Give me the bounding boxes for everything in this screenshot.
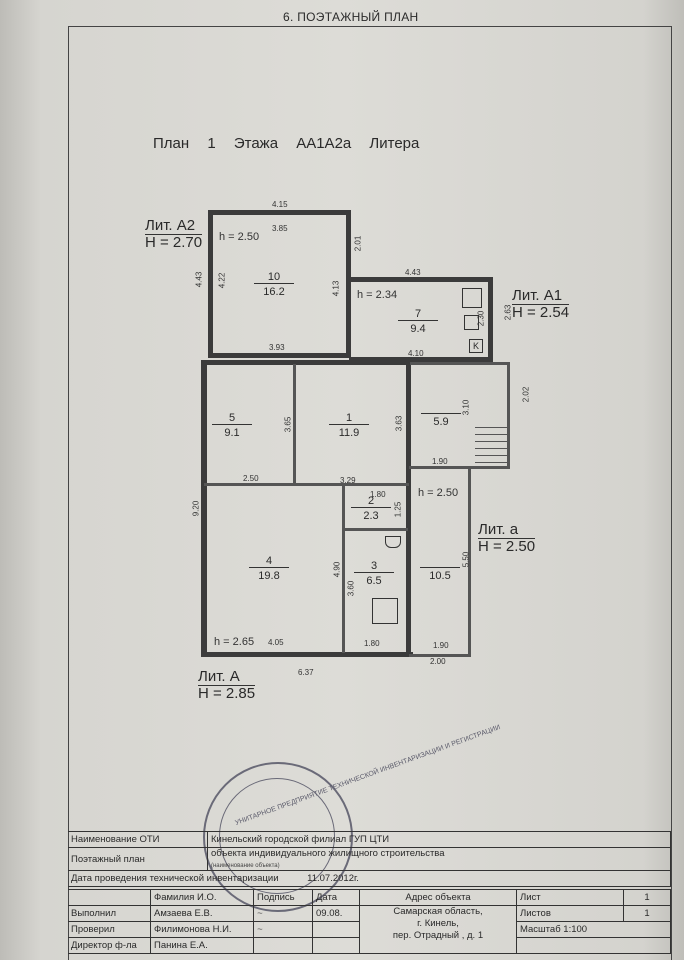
dim: 2.50	[243, 474, 259, 483]
dim: 9.20	[191, 500, 201, 517]
dim: 2.01	[353, 235, 363, 252]
dim: 3.10	[461, 399, 471, 416]
dim: 3.65	[283, 416, 293, 433]
info-table-bottom: Фамилия И.О. Подпись Дата Адрес объекта …	[68, 889, 671, 954]
dim: 4.10	[408, 349, 424, 358]
dim: 2.00	[430, 657, 446, 666]
dim: 3.63	[394, 415, 404, 432]
role-checked: Проверил	[68, 921, 151, 938]
name-director: Панина Е.А.	[150, 937, 254, 954]
dim: 3.29	[340, 476, 356, 485]
dim: 4.90	[332, 561, 342, 578]
address-header: Адрес объекта	[359, 889, 517, 906]
dim: 2.63	[503, 304, 513, 321]
inventory-date-row: Дата проведения технической инвентаризац…	[68, 870, 671, 887]
address-value: Самарская область, г. Кинель, пер. Отрад…	[359, 905, 517, 954]
sign-header: Подпись	[253, 889, 313, 906]
dim: 4.43	[405, 268, 421, 277]
room-4-height: h = 2.65	[214, 636, 255, 648]
sheet-value: 1	[623, 889, 671, 906]
plan-value: объекта индивидуального жилищного строит…	[207, 847, 671, 871]
dim: 1.90	[433, 641, 449, 650]
dim: 1.25	[393, 501, 403, 518]
name-header: Фамилия И.О.	[150, 889, 254, 906]
frame-line-top	[68, 26, 671, 27]
scale-row: Масштаб 1:100	[516, 921, 671, 938]
dim: 4.22	[217, 272, 227, 289]
oti-value: Кинельский городской филиал ГУП ЦТИ	[207, 831, 671, 848]
dim: 4.15	[272, 200, 288, 209]
sheets-label: Листов	[516, 905, 624, 922]
dim: 1.80	[370, 490, 386, 499]
dim: 4.13	[331, 280, 341, 297]
info-table-top: Наименование ОТИ Кинельский городской фи…	[68, 831, 671, 887]
dim: 4.43	[194, 271, 204, 288]
plan-label: Поэтажный план	[68, 847, 208, 871]
role-director: Директор ф-ла	[68, 937, 151, 954]
section-title: 6. ПОЭТАЖНЫЙ ПЛАН	[283, 10, 419, 24]
dim: 6.37	[298, 668, 314, 677]
dim: 3.60	[346, 580, 356, 597]
dim: 4.05	[268, 638, 284, 647]
oti-label: Наименование ОТИ	[68, 831, 208, 848]
dim: 1.80	[364, 639, 380, 648]
role-done: Выполнил	[68, 905, 151, 922]
sheet-label: Лист	[516, 889, 624, 906]
sheets-value: 1	[623, 905, 671, 922]
room-10-height: h = 2.50	[219, 231, 260, 243]
dim: 2.02	[521, 386, 531, 403]
dim: 3.93	[269, 343, 285, 352]
room-porch: 5.9	[421, 413, 461, 428]
dim: 5.50	[461, 551, 471, 568]
name-done: Амзаева Е.В.	[150, 905, 254, 922]
stove-label: K	[469, 339, 483, 353]
room-7-height: h = 2.34	[357, 289, 398, 301]
dim: 1.90	[432, 457, 448, 466]
sign-date: 09.08.	[312, 905, 360, 922]
date-header: Дата	[312, 889, 360, 906]
room-veranda-height: h = 2.50	[418, 487, 459, 499]
frame-line-left	[68, 26, 69, 960]
room-veranda: 10.5	[420, 567, 460, 582]
dim: 3.85	[272, 224, 288, 233]
name-checked: Филимонова Н.И.	[150, 921, 254, 938]
frame-line-right	[671, 26, 672, 960]
dim: 2.30	[476, 310, 486, 327]
plan-title: План 1 Этажа АА1А2а Литера	[153, 135, 420, 152]
